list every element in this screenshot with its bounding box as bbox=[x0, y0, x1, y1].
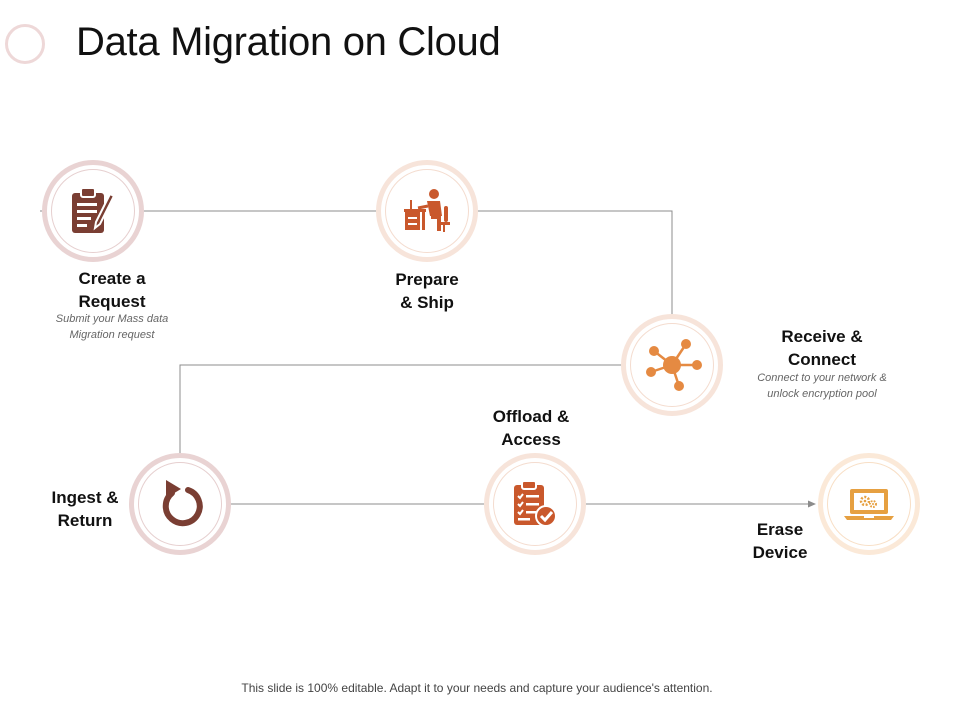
step-receive-connect-node[interactable] bbox=[621, 314, 723, 416]
step-offload-access-label: Offload &Access bbox=[492, 407, 570, 449]
network-hub-icon bbox=[646, 339, 702, 391]
step-ingest-return-label: Ingest &Return bbox=[51, 488, 119, 530]
step-receive-connect-description: Connect to your network &unlock encrypti… bbox=[757, 372, 887, 400]
person-at-desk-icon bbox=[404, 189, 450, 232]
laptop-gears-icon bbox=[844, 489, 894, 520]
step-erase-device-node[interactable] bbox=[818, 453, 920, 555]
step-prepare-ship-node[interactable] bbox=[376, 160, 478, 262]
title-decoration-ring bbox=[5, 24, 45, 64]
clipboard-pen-icon bbox=[72, 187, 116, 233]
step-create-request-node[interactable] bbox=[42, 160, 144, 262]
refresh-arrow-icon bbox=[162, 480, 203, 527]
footer-note: This slide is 100% editable. Adapt it to… bbox=[241, 681, 713, 695]
connector-prepare-receive bbox=[476, 210, 673, 316]
page-title: Data Migration on Cloud bbox=[76, 20, 501, 64]
step-receive-connect-label: Receive &Connect bbox=[781, 327, 863, 369]
step-ingest-return-node[interactable] bbox=[129, 453, 231, 555]
checklist-icon bbox=[514, 480, 557, 527]
connector-receive-ingest bbox=[179, 364, 622, 456]
step-prepare-ship-label: Prepare& Ship bbox=[395, 270, 459, 312]
step-offload-access-node[interactable] bbox=[484, 453, 586, 555]
